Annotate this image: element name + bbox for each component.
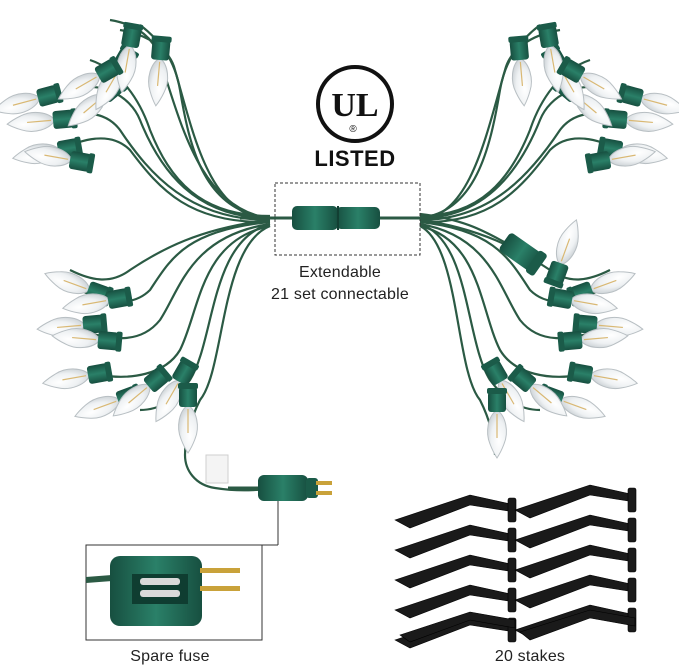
female-end-plug — [499, 233, 547, 276]
stakes-group — [394, 484, 637, 649]
extendable-caption: Extendable 21 set connectable — [240, 262, 440, 306]
ul-logo: UL ® — [316, 65, 394, 143]
connector-callout — [240, 182, 440, 256]
ul-listed-label: LISTED — [314, 146, 396, 171]
extendable-line-2: 21 set connectable — [271, 286, 409, 303]
spare-fuse-caption: Spare fuse — [130, 648, 210, 665]
ul-mark: UL — [331, 87, 378, 124]
spare-fuse-callout — [85, 544, 263, 641]
stakes-caption: 20 stakes — [494, 648, 566, 665]
power-plug — [205, 454, 332, 546]
extendable-line-1: Extendable — [298, 264, 382, 281]
ul-registered: ® — [349, 124, 357, 135]
left-bulb-cluster — [0, 20, 201, 454]
